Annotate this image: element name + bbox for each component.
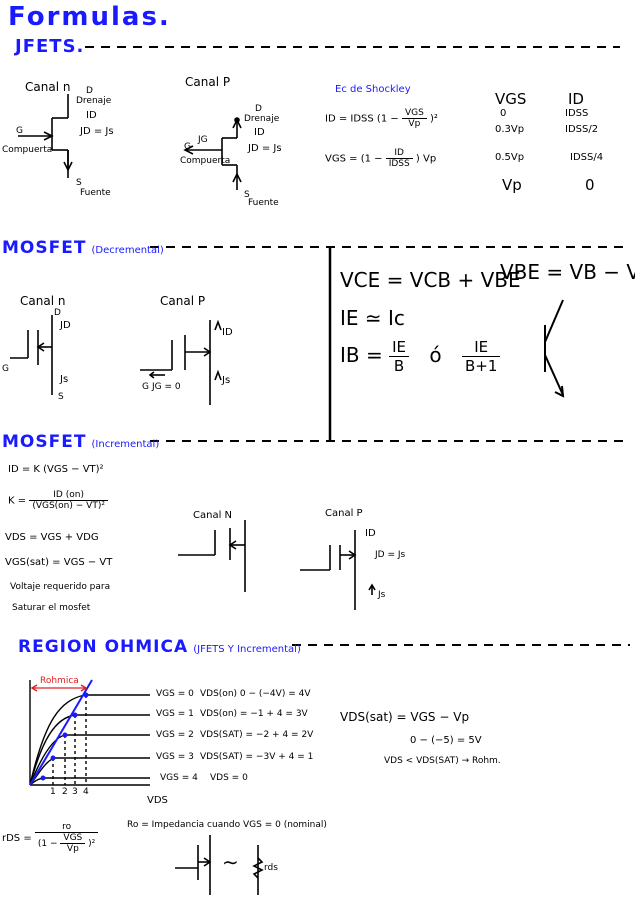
jfet-p-drain: D: [255, 104, 262, 114]
mosfet-dec-p-jd: ID: [222, 327, 233, 338]
mosfet-inc-n-label: Canal N: [193, 510, 233, 521]
curve-1-formula: VDS(on) = −1 + 4 = 3V: [200, 709, 308, 719]
jfet-p-eq: JD = Js: [248, 143, 282, 154]
x-tick-2: 2: [62, 787, 68, 797]
bjt-vbe: VBE = VB − VE: [500, 260, 635, 284]
jfet-n-eq: JD = Js: [80, 126, 114, 137]
mosfet-inc-p-label: Canal P: [325, 508, 363, 519]
jfet-n-drain: D: [86, 86, 93, 96]
table-row-1-vgs: 0.3Vp: [495, 124, 525, 135]
vds-sat-eq3: VDS < VDS(SAT) → Rohm.: [384, 756, 501, 766]
x-tick-1: 1: [50, 787, 56, 797]
mosfet-inc-heading: MOSFET (Incremental): [2, 432, 160, 452]
jfet-p-label: Canal P: [185, 75, 231, 89]
region-rohmica: Rohmica: [40, 676, 79, 686]
jfet-n-id: ID: [86, 110, 97, 121]
mosfet-dec-p-jg: JG = 0: [152, 382, 181, 392]
x-axis-label: VDS: [147, 795, 168, 806]
mosfet-inc-n-symbol: [178, 520, 246, 592]
table-header-id: ID: [568, 90, 584, 108]
jfet-p-symbol: [183, 117, 242, 190]
vds-sat-eq: VDS(sat) = VGS − Vp: [340, 710, 470, 724]
curve-4-vgs: VGS = 4: [160, 773, 198, 783]
mosfet-dec-n-d: D: [54, 308, 61, 318]
table-row-2-id: IDSS/4: [570, 152, 604, 163]
table-row-1-id: IDSS/2: [565, 124, 599, 135]
jfet-n-gate: G: [16, 126, 23, 136]
table-row-3-vgs: Vp: [502, 176, 522, 194]
tilde-sign: ∼: [222, 850, 239, 874]
jfet-n-fuente: Fuente: [80, 188, 111, 198]
x-tick-4: 4: [83, 787, 89, 797]
mosfet-dec-p-label: Canal P: [160, 294, 206, 308]
mosfet-dec-p-g: G: [142, 382, 149, 392]
region-heading: REGION OHMICA (JFETS Y Incremental): [18, 637, 301, 657]
curve-0-formula: VDS(on) 0 − (−4V) = 4V: [200, 689, 311, 699]
curve-3-vgs: VGS = 3: [156, 752, 194, 762]
curve-1-vgs: VGS = 1: [156, 709, 194, 719]
jfet-p-ig: JG: [198, 135, 208, 145]
bjt-symbol: [544, 299, 565, 398]
curve-3-formula: VDS(SAT) = −3V + 4 = 1: [200, 752, 314, 762]
mosfet-dec-n-g: G: [2, 364, 9, 374]
mosfet-inc-p-js: Js: [378, 590, 386, 600]
mosfet-dec-n-js: Js: [60, 374, 69, 385]
mosfet-inc-id-eq: ID = K (VGS − VT)²: [8, 464, 104, 475]
mosfet-dec-heading: MOSFET (Decremental): [2, 238, 164, 258]
curve-2-vgs: VGS = 2: [156, 730, 194, 740]
jfet-p-id: ID: [254, 127, 265, 138]
bjt-ie: IE ≃ Ic: [340, 306, 405, 330]
mosfet-inc-p-eq: JD = Js: [375, 550, 406, 560]
ro-definition: Ro = Impedancia cuando VGS = 0 (nominal): [127, 820, 327, 830]
ohmic-plot: [29, 679, 150, 786]
jfet-p-source: S: [244, 190, 250, 200]
jfet-n-drenaje: Drenaje: [76, 96, 112, 106]
rds-label: rds: [264, 863, 278, 873]
jfet-p-fuente: Fuente: [248, 198, 279, 208]
curve-0-vgs: VGS = 0: [156, 689, 194, 699]
mosfet-inc-vgs-sat: VGS(sat) = VGS − VT: [5, 557, 113, 568]
jfet-p-compuerta: Compuerta: [180, 156, 231, 166]
jfet-n-label: Canal n: [25, 80, 71, 94]
jfet-n-compuerta: Compuerta: [2, 145, 53, 155]
rds-equivalent: [175, 835, 264, 895]
table-row-2-vgs: 0.5Vp: [495, 152, 525, 163]
mosfet-dec-n-jd: JD: [60, 320, 71, 331]
mosfet-inc-note2: Saturar el mosfet: [12, 603, 91, 613]
jfet-p-drenaje: Drenaje: [244, 114, 280, 124]
page-title: Formulas.: [8, 2, 171, 32]
table-row-0-id: IDSS: [565, 108, 589, 119]
table-row-0-vgs: 0: [500, 108, 507, 119]
mosfet-inc-k-eq: K = ID (on)(VGS(on) − VT)²: [8, 490, 108, 511]
curve-4-formula: VDS = 0: [210, 773, 248, 783]
table-header-vgs: VGS: [495, 90, 527, 108]
mosfet-dec-n-symbol: [10, 315, 53, 395]
mosfet-dec-n-s: S: [58, 392, 64, 402]
x-tick-3: 3: [72, 787, 78, 797]
mosfet-dec-p-js: Js: [222, 375, 231, 386]
jfet-n-symbol: [18, 94, 73, 178]
jfet-n-source: S: [76, 178, 82, 188]
mosfet-inc-p-symbol: [300, 530, 376, 610]
mosfet-inc-p-id: ID: [365, 528, 376, 539]
bjt-vce: VCE = VCB + VBE: [340, 268, 521, 292]
shockley-heading: Ec de Shockley: [335, 84, 411, 95]
curve-2-formula: VDS(SAT) = −2 + 4 = 2V: [200, 730, 314, 740]
mosfet-dec-p-symbol: [140, 319, 222, 405]
mosfet-inc-note1: Voltaje requerido para: [10, 582, 111, 592]
jfet-p-gate: G: [184, 142, 191, 152]
mosfet-inc-vds-eq: VDS = VGS + VDG: [5, 532, 99, 543]
table-row-3-id: 0: [585, 176, 595, 194]
mosfet-dec-n-label: Canal n: [20, 294, 66, 308]
vds-sat-eq2: 0 − (−5) = 5V: [410, 735, 482, 746]
jfets-heading: JFETS.: [15, 36, 85, 57]
